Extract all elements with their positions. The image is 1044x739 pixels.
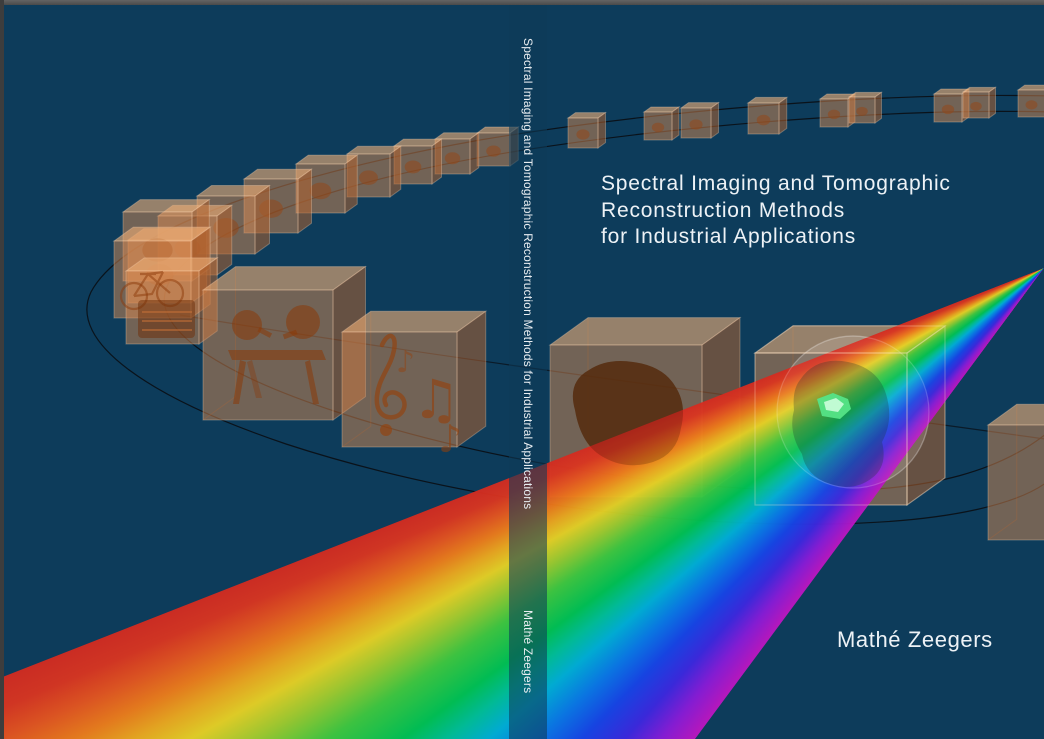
specimen-cube (679, 101, 721, 139)
svg-text:♫: ♫ (412, 368, 460, 431)
front-title-line-1: Spectral Imaging and Tomographic (601, 172, 951, 195)
front-title: Spectral Imaging and Tomographic Reconst… (601, 171, 951, 251)
specimen-cube (433, 131, 481, 175)
front-title-line-2: Reconstruction Methods (601, 198, 846, 222)
svg-text:♪: ♪ (396, 345, 415, 380)
music-notes-icon: ♫ ♪ ♪ (374, 333, 462, 461)
record-player-icon (138, 300, 195, 338)
table-tennis-icon (228, 305, 326, 404)
spine-author: Mathé Zeegers (521, 610, 535, 694)
scan-circle-highlight (776, 335, 930, 489)
spine-title: Spectral Imaging and Tomographic Reconst… (521, 38, 535, 510)
spine-band (509, 0, 547, 739)
svg-text:♪: ♪ (438, 417, 462, 461)
specimen-cube (847, 91, 884, 124)
specimen-cube (1016, 84, 1044, 118)
specimen-blob-shadow (572, 361, 683, 466)
front-author: Mathé Zeegers (837, 627, 993, 652)
green-highlight-core (824, 398, 844, 412)
specimen-cube (340, 310, 488, 448)
specimen-cube (746, 96, 789, 135)
window-frame-top (0, 0, 1044, 5)
specimen-cube (345, 145, 403, 198)
apple-cube-edges (753, 324, 947, 507)
specimen-cube (392, 138, 444, 185)
specimen-cube (986, 403, 1044, 541)
bicycle-icon (119, 270, 185, 311)
specimen-cube (566, 111, 608, 149)
specimen-cube (642, 105, 681, 141)
apple-blob-shadow (792, 360, 890, 487)
specimen-cube (961, 86, 998, 119)
front-title-line-3: for Industrial Applications (601, 225, 857, 248)
window-frame-left (0, 0, 4, 739)
